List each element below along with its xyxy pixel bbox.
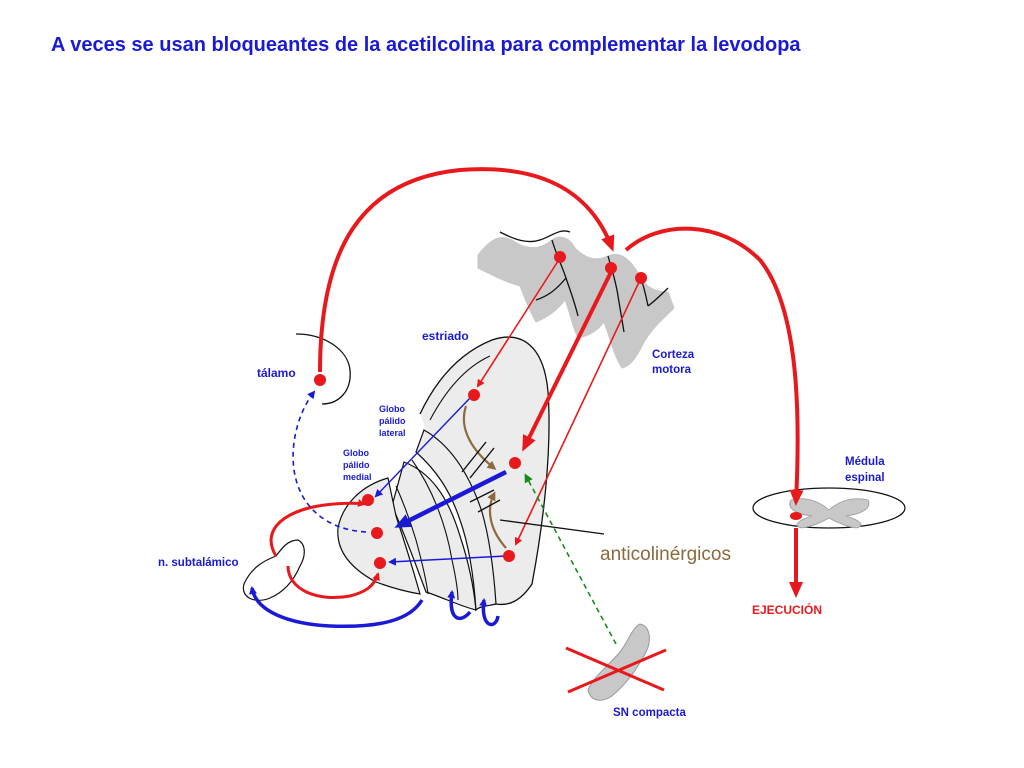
striatum-neuron-3 (503, 550, 515, 562)
striatum-neuron-1 (468, 389, 480, 401)
cortex-to-striatum-arrow-b (522, 269, 614, 452)
motor-cortex-shape (477, 230, 675, 369)
label-medula-line1: Médula (845, 456, 885, 468)
label-gpl-line2: pálido (379, 416, 406, 426)
label-talamo: tálamo (257, 366, 296, 380)
cortex-to-striatum-arrow-a (476, 257, 561, 388)
spinal-cord-shape (752, 487, 906, 529)
slide-title: A veces se usan bloqueantes de la acetil… (51, 34, 801, 56)
label-corteza-line1: Corteza (652, 349, 695, 361)
synapse-bars (461, 441, 501, 513)
cortex-to-spinal-arrow (624, 226, 804, 506)
neuron-dots (314, 251, 802, 569)
cortex-neuron-2 (605, 262, 617, 274)
stn-to-gpm-red-loop (269, 499, 366, 557)
label-estriado: estriado (422, 329, 469, 343)
subthalamic-nucleus-shape (242, 539, 305, 601)
cortex-neuron-3 (635, 272, 647, 284)
label-gpl-line3: lateral (379, 428, 406, 438)
striatum-neuron-2 (509, 457, 521, 469)
sn-compacta-shape (587, 623, 650, 701)
gp-to-stn-blue-loop (249, 586, 424, 629)
cholinergic-lower-arc (487, 491, 507, 549)
cortex-to-striatum-arrow-c (514, 279, 641, 546)
gpm-neuron-1 (362, 494, 374, 506)
label-gpm-line1: Globo (343, 448, 369, 458)
striatum-to-gpm-lower-arrow (388, 555, 507, 566)
thalamus-neuron (314, 374, 326, 386)
cholinergic-upper-arc (462, 405, 497, 470)
thalamus-shape (295, 333, 351, 405)
striatum-to-gpl-arrow (394, 469, 508, 529)
label-medula-line2: espinal (845, 472, 885, 484)
gpm-neuron-2 (371, 527, 383, 539)
cortex-neuron-1 (554, 251, 566, 263)
spinal-neuron (790, 512, 802, 520)
label-ejecucion: EJECUCIÓN (752, 602, 822, 617)
label-gpm-line3: medial (343, 472, 372, 482)
thalamus-to-cortex-arrow (318, 167, 615, 373)
label-sn-compacta: SN compacta (613, 707, 686, 719)
label-anticolinergicos: anticolinérgicos (600, 544, 731, 565)
gpm-to-thalamus-dashed-arrow (292, 390, 367, 533)
sn-to-striatum-dashed-arrow (524, 473, 617, 645)
striatum-to-gpm-arrow (374, 397, 471, 498)
label-subtalamico: n. subtalámico (158, 557, 239, 569)
sn-lesion-cross-mark (565, 646, 667, 694)
label-gpm-line2: pálido (343, 460, 370, 470)
label-corteza-line2: motora (652, 364, 692, 376)
gpl-outer-blue-loop (479, 598, 500, 627)
label-gpl-line1: Globo (379, 404, 405, 414)
gpm-neuron-3 (374, 557, 386, 569)
stn-to-gp-red-loop (286, 565, 380, 599)
gpl-inner-blue-loop (447, 590, 472, 621)
anticholinergic-pointer-line (499, 519, 605, 535)
